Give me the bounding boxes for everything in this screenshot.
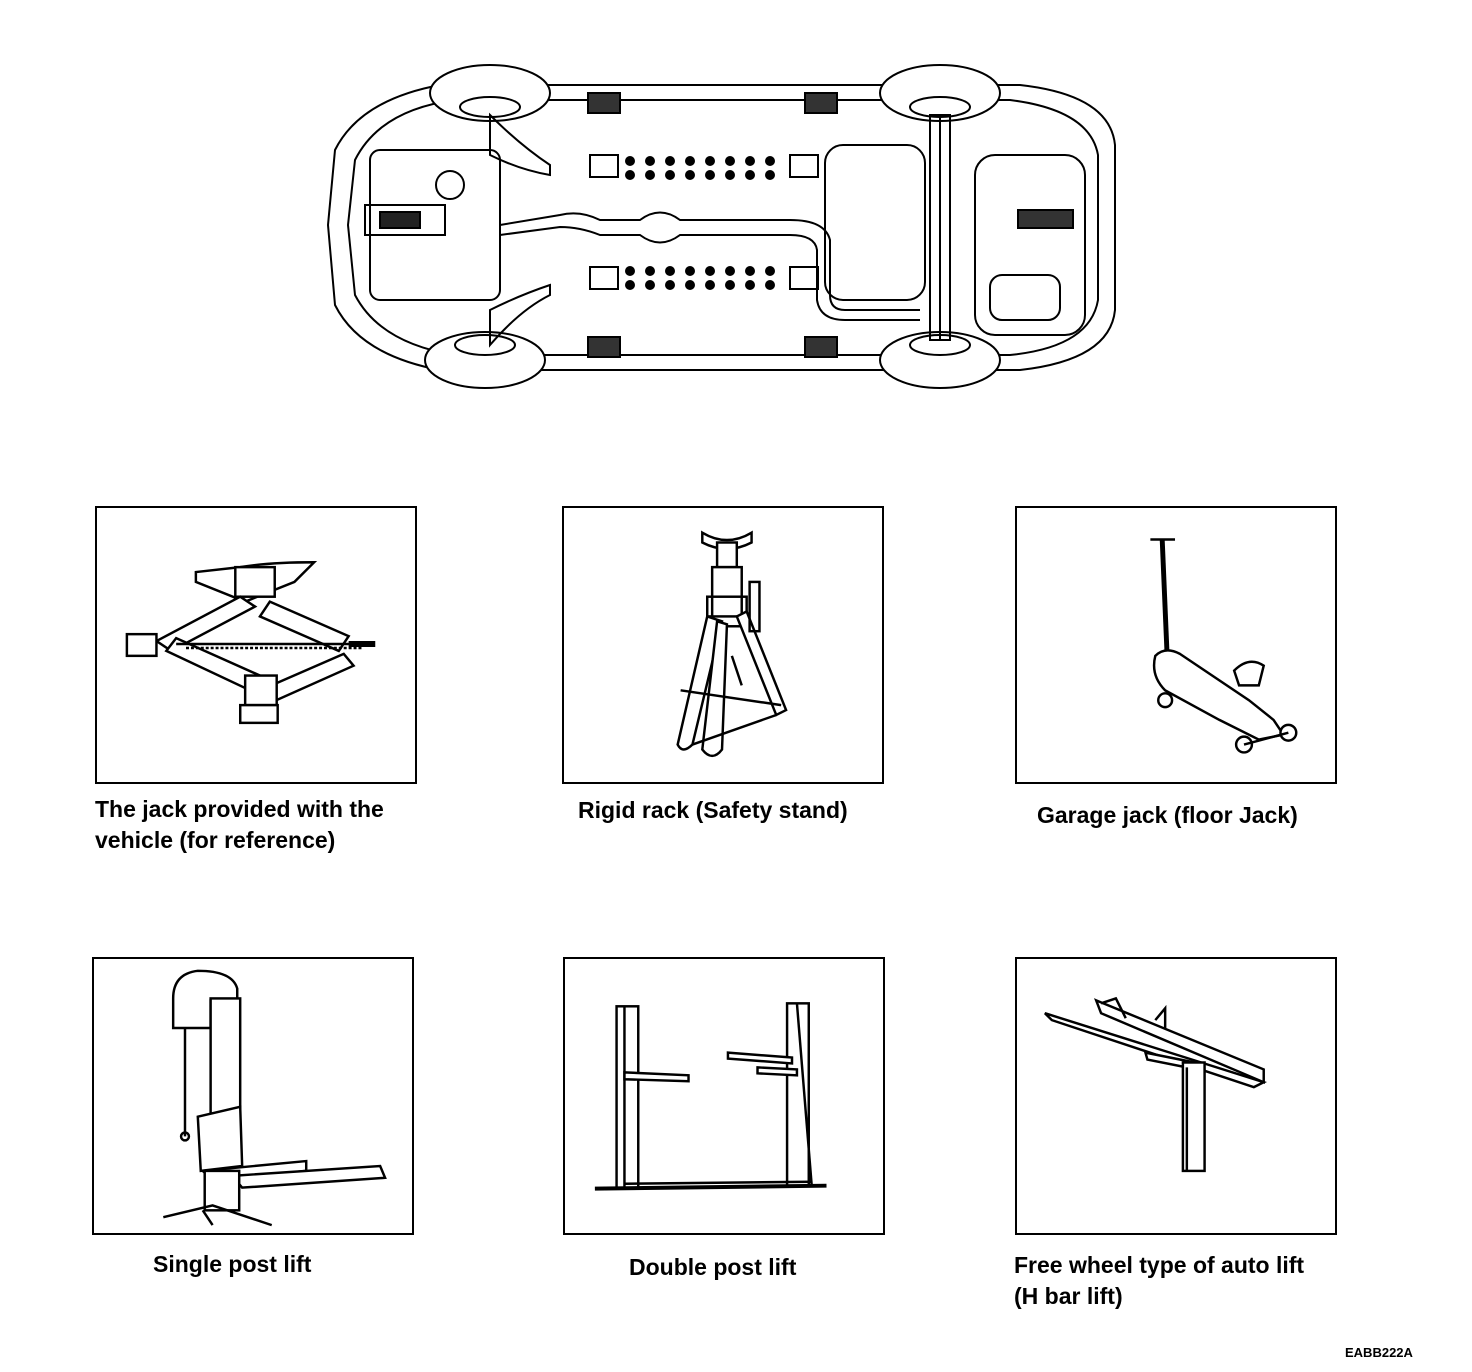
h-bar-lift-icon bbox=[1044, 996, 1267, 1173]
floor-jack-icon bbox=[1150, 538, 1298, 754]
scissor-jack-caption: The jack provided with the vehicle (for … bbox=[95, 796, 384, 853]
double-post-lift-icon bbox=[594, 1002, 827, 1191]
vehicle-underbody-diagram bbox=[320, 55, 1120, 400]
single-post-lift-panel bbox=[92, 957, 414, 1235]
double-post-lift-panel bbox=[563, 957, 885, 1235]
scissor-jack-panel bbox=[95, 506, 417, 784]
vehicle-underbody-icon bbox=[326, 64, 1116, 389]
single-post-lift-caption: Single post lift bbox=[153, 1251, 312, 1277]
garage-jack-caption: Garage jack (floor Jack) bbox=[1037, 802, 1298, 828]
h-bar-lift-panel bbox=[1015, 957, 1337, 1235]
safety-stand-icon bbox=[676, 530, 788, 758]
garage-jack-panel bbox=[1015, 506, 1337, 784]
figure-code: EABB222A bbox=[1345, 1345, 1413, 1360]
safety-stand-caption: Rigid rack (Safety stand) bbox=[578, 797, 848, 823]
single-post-lift-icon bbox=[163, 969, 387, 1227]
double-post-lift-caption: Double post lift bbox=[629, 1254, 797, 1280]
safety-stand-panel bbox=[562, 506, 884, 784]
scissor-jack-icon bbox=[125, 560, 376, 725]
h-bar-lift-caption: Free wheel type of auto lift (H bar lift… bbox=[1014, 1252, 1305, 1309]
